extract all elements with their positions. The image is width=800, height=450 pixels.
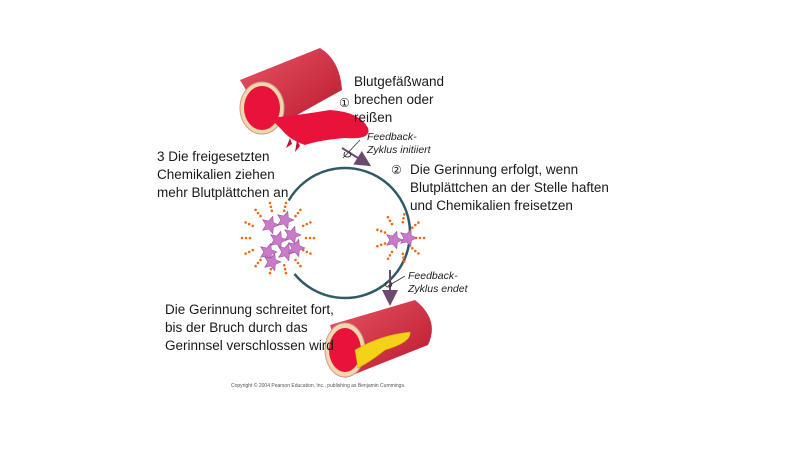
chemical-dot: [299, 264, 302, 268]
chemical-dot: [284, 201, 288, 205]
chemical-dot: [402, 256, 405, 260]
feedback-end-label: Feedback- Zyklus endet: [408, 270, 468, 295]
chemical-dot: [418, 236, 422, 240]
feedback-start-arrow: [341, 147, 372, 167]
feedback-cycle-circle: [278, 166, 412, 300]
chemical-dot: [256, 261, 260, 265]
chemical-dot: [379, 243, 383, 247]
chemical-dot: [401, 220, 405, 224]
chemical-dot: [414, 223, 417, 227]
chemical-dot: [254, 264, 257, 268]
platelet: [264, 252, 282, 272]
chemical-dot: [294, 258, 297, 262]
chemical-dot: [247, 250, 251, 254]
chemical-dot: [301, 224, 305, 228]
step-4-label: Die Gerinnung schreitet fort, bis der Br…: [165, 302, 334, 353]
chemical-dot: [390, 222, 394, 226]
chemical-dot: [388, 219, 392, 222]
chemical-dot: [309, 252, 312, 255]
chemical-dot: [299, 208, 302, 212]
chemical-dot: [383, 231, 387, 234]
chemical-dot: [305, 222, 309, 226]
platelet-cluster-icon: [240, 201, 316, 275]
chemical-dot: [268, 271, 272, 275]
chemical-dot: [411, 226, 414, 229]
chemical-dot: [259, 214, 262, 218]
platelet-pair-icon: [376, 213, 426, 263]
chemical-dot: [283, 205, 287, 209]
chemical-dot: [244, 236, 248, 240]
platelet: [270, 230, 288, 250]
chemical-dot: [251, 248, 255, 252]
chemical-dot: [269, 267, 273, 271]
chemical-dot: [301, 248, 305, 252]
chemical-dot: [284, 271, 288, 275]
chemical-dot: [268, 201, 272, 205]
chemical-dot: [283, 267, 287, 271]
platelet: [278, 242, 296, 262]
chemical-dot: [417, 252, 420, 255]
platelet: [284, 225, 302, 245]
chemical-dot: [388, 254, 392, 257]
chemical-dot: [386, 215, 390, 219]
platelet: [262, 215, 280, 235]
chemical-dot: [422, 236, 426, 240]
ruptured-vessel-icon: [239, 48, 369, 152]
chemical-dot: [376, 244, 379, 248]
copyright-text: Copyright © 2004 Pearson Education, Inc.…: [231, 383, 406, 389]
chemical-dot: [386, 257, 390, 261]
feedback-start-label: Feedback- Zyklus initiiert: [367, 131, 431, 156]
chemical-dot: [244, 252, 247, 255]
chemical-dot: [376, 228, 379, 232]
chemical-dot: [417, 221, 420, 224]
chemical-dot: [414, 249, 417, 253]
platelet: [386, 230, 404, 250]
platelet: [277, 210, 295, 230]
chemical-dot: [244, 221, 247, 224]
chemical-dot: [401, 252, 405, 256]
chemical-dot: [296, 261, 300, 265]
chemical-dot: [390, 250, 394, 254]
chemical-dot: [402, 260, 406, 263]
chemical-dot: [402, 213, 406, 216]
chemical-dot: [256, 211, 260, 215]
platelet: [288, 238, 306, 258]
chemical-dot: [383, 242, 387, 245]
chemical-dot: [312, 236, 316, 240]
chemical-dot: [309, 221, 312, 224]
step-2-label: Die Gerinnung erfolgt, wenn Blutplättche…: [410, 162, 609, 213]
clotted-vessel-icon: [324, 300, 432, 378]
chemical-dot: [248, 236, 252, 240]
chemical-dot: [282, 264, 286, 267]
chemical-dot: [305, 250, 309, 254]
step-3-label: 3 Die freigesetzten Chemikalien ziehen m…: [157, 149, 289, 200]
chemical-dot: [402, 217, 405, 220]
chemical-dot: [247, 222, 251, 226]
step-1-marker: ①: [339, 96, 350, 110]
chemical-dot: [304, 236, 308, 240]
chemical-dot: [294, 214, 297, 218]
chemical-dot: [308, 236, 312, 240]
chemical-dot: [259, 258, 262, 262]
chemical-dot: [379, 229, 383, 233]
chemical-dot: [254, 208, 257, 212]
chemical-dot: [270, 209, 274, 212]
step-1-label: Blutgefäßwand brechen oder reißen: [354, 74, 445, 125]
step-2-marker: ②: [391, 163, 402, 177]
platelet: [400, 228, 418, 248]
chemical-dot: [296, 211, 300, 215]
chemical-dot: [251, 224, 255, 228]
chemical-dot: [282, 209, 286, 212]
chemical-dot: [411, 247, 414, 250]
chemical-dot: [269, 205, 273, 209]
chemical-dot: [240, 236, 244, 240]
